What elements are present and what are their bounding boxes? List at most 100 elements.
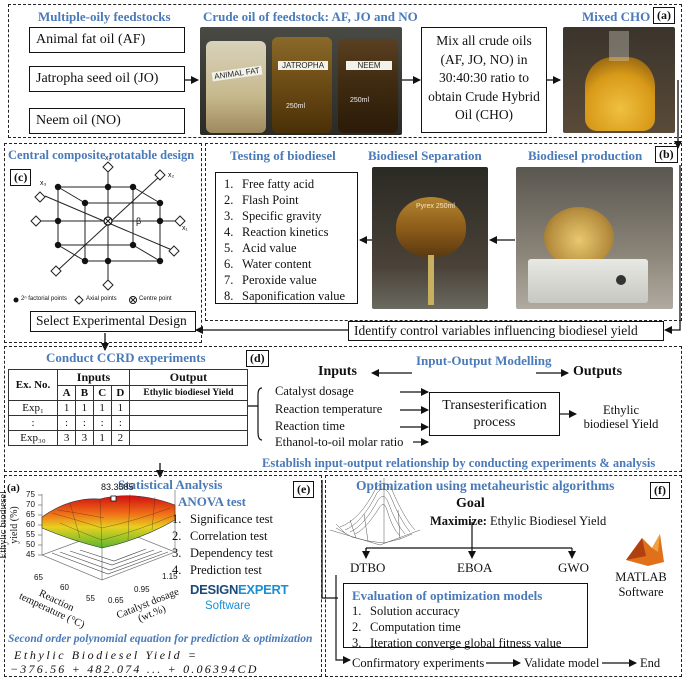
establish-title: Establish input-output relationship by c… <box>262 456 656 470</box>
anova-item: 4.Prediction test <box>172 563 262 577</box>
arrow-to-confirm <box>335 575 351 664</box>
crude-title: Crude oil of feedstock: AF, JO and NO <box>203 9 418 24</box>
jar-no-mark: 250ml <box>350 97 370 104</box>
jar-no <box>338 39 398 133</box>
table-row: : : : : : <box>8 415 249 431</box>
z-tick: 45 <box>26 550 35 559</box>
maximize-label: Maximize: <box>430 514 487 528</box>
evaluation-item-label: Computation time <box>370 620 461 634</box>
ccrd-axis-label: x₂ <box>105 155 112 162</box>
anova-item: 2.Correlation test <box>172 529 268 543</box>
test-item: 8.Saponification value <box>224 289 346 303</box>
ccrd-legend-factorial: 2ⁿ factorial points <box>21 296 67 302</box>
input-var: Catalyst dosage <box>275 384 354 398</box>
evaluation-item-label: Iteration converge global fitness value <box>370 636 562 650</box>
evaluation-item-label: Solution accuracy <box>370 604 460 618</box>
z-tick: 50 <box>26 540 35 549</box>
panel-e <box>4 475 322 677</box>
arrow-b-to-identify <box>664 165 681 334</box>
link-e-to-f <box>321 480 338 599</box>
design-expert-logo: DESIGNEXPERT <box>190 582 289 597</box>
z-tick: 75 <box>26 490 35 499</box>
test-item-label: Reaction kinetics <box>242 225 329 239</box>
equation-title: Second order polynomial equation for pre… <box>8 633 313 645</box>
outputs-label: Outputs <box>573 364 623 379</box>
table-cell: Exp₁ <box>8 400 58 416</box>
production-setup-photo <box>516 167 673 309</box>
funnel-body <box>396 197 466 257</box>
anova-item: 1.Significance test <box>172 512 273 526</box>
separation-title: Biodiesel Separation <box>368 148 482 163</box>
statistical-analysis-title: Statistical Analysis <box>118 477 223 492</box>
identify-box: Identify control variables influencing b… <box>348 321 664 341</box>
x-tick: 65 <box>34 573 43 582</box>
anova-item-label: Significance test <box>190 512 273 526</box>
evaluation-box <box>343 583 588 648</box>
feedstock-af-label: Animal fat oil (AF) <box>36 32 146 47</box>
algorithm-eboa: EBOA <box>457 560 493 575</box>
mixed-cho-title: Mixed CHO <box>582 9 651 24</box>
goal-label: Goal <box>456 496 485 511</box>
anova-item-label: Prediction test <box>190 563 262 577</box>
end-step: End <box>640 656 661 670</box>
feedstocks-title: Multiple-oily feedstocks <box>38 9 171 24</box>
hotplate <box>528 259 648 303</box>
anova-item: 3.Dependency test <box>172 546 273 560</box>
select-design-box: Select Experimental Design <box>30 311 196 332</box>
tests-list: 1.Free fatty acid 2.Flash Point 3.Specif… <box>224 176 345 304</box>
identify-text: Identify control variables influencing b… <box>354 323 638 338</box>
panel-b <box>205 143 682 321</box>
panel-b-tag: (b) <box>655 146 678 163</box>
design-expert-logo-part1: DESIGN <box>190 582 239 597</box>
equation-line-1: Ethylic Biodiesel Yield = <box>14 648 199 662</box>
panel-e-tag: (e) <box>293 481 315 498</box>
test-item: 4.Reaction kinetics <box>224 225 329 239</box>
ccrd-experiments-title: Conduct CCRD experiments <box>46 350 206 365</box>
jar-jo <box>272 37 332 133</box>
inputs-bracket <box>257 387 263 441</box>
flask-shape <box>585 57 655 131</box>
mix-text: Mix all crude oils (AF, JO, NO) in 30:40… <box>428 33 540 122</box>
anova-item-label: Correlation test <box>190 529 268 543</box>
panel-a-tag: (a) <box>653 7 675 24</box>
flask <box>544 207 614 267</box>
ccrd-beta-label: β <box>136 216 142 226</box>
transesterification-box: Transesterification process <box>429 392 560 436</box>
funnel-stem <box>428 255 434 305</box>
anova-list: 1.Significance test 2.Correlation test 3… <box>172 511 273 579</box>
test-item-label: Acid value <box>242 241 297 255</box>
testing-title: Testing of biodiesel <box>230 148 336 163</box>
evaluation-list: 1.Solution accuracy 2.Computation time 3… <box>352 603 561 651</box>
production-title: Biodiesel production <box>528 148 643 163</box>
confirmatory-step: Confirmatory experiments <box>352 656 485 670</box>
jar-jo-mark: 250ml <box>286 103 306 110</box>
select-design-text: Select Experimental Design <box>36 313 187 328</box>
io-modelling-title: Input-Output Modelling <box>416 353 552 368</box>
table-cell <box>128 430 249 446</box>
design-expert-logo-part2: EXPERT <box>238 582 289 597</box>
z-tick: 65 <box>26 510 35 519</box>
ccrd-design-title: Central composite rotatable design <box>8 148 195 162</box>
mixed-cho-photo <box>563 27 675 133</box>
test-item: 6.Water content <box>224 257 312 271</box>
design-expert-software: Software <box>205 600 251 612</box>
input-var: Reaction temperature <box>275 402 383 416</box>
table-cell: 3 <box>75 430 94 446</box>
x-tick: 60 <box>60 583 69 592</box>
panel-c <box>4 143 202 343</box>
flask-neck <box>609 31 629 61</box>
ccrd-axis-label: x₁ <box>182 225 188 232</box>
evaluation-item: 3.Iteration converge global fitness valu… <box>352 636 562 650</box>
table-row: Exp₃₀ 3 3 1 2 <box>8 430 249 446</box>
feedstock-jo: Jatropha seed oil (JO) <box>29 66 185 92</box>
maximize-row: Maximize: Ethylic Biodiesel Yield <box>430 514 606 529</box>
maximize-text: Ethylic Biodiesel Yield <box>490 514 607 528</box>
crude-oil-jars-photo: ANIMAL FAT JATROPHA 250ml NEEM 250ml <box>200 27 402 135</box>
test-item-label: Water content <box>242 257 312 271</box>
ccrd-axis-label: x₂ <box>168 172 175 179</box>
